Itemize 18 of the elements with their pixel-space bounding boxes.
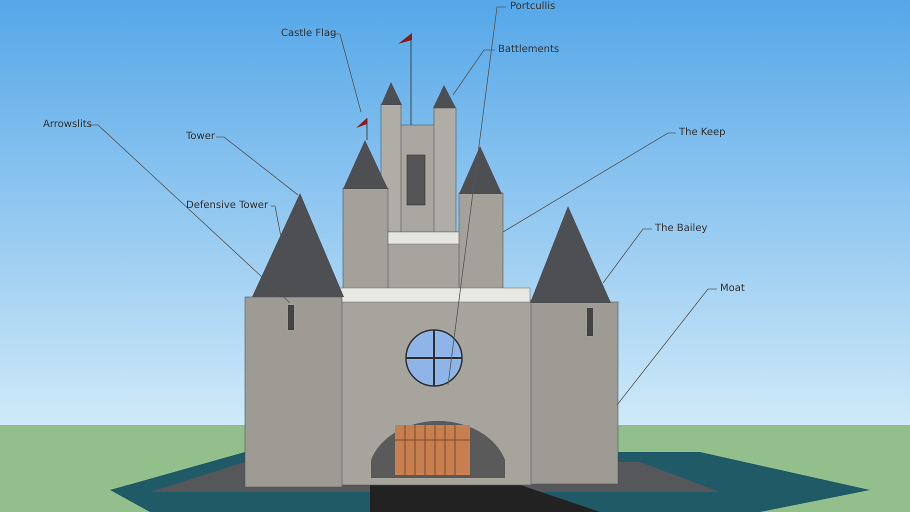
leader-line — [270, 206, 282, 242]
leader-line — [502, 132, 676, 232]
part-label: Battlements — [498, 44, 560, 56]
part-label: Portcullis — [510, 1, 556, 13]
part-label: Castle Flag — [281, 28, 336, 40]
leader-line — [330, 34, 362, 112]
leader-line — [602, 228, 652, 284]
part-label: The Bailey — [655, 223, 708, 235]
leader-line — [88, 124, 290, 304]
leader-line — [452, 50, 496, 96]
part-label: Tower — [186, 131, 215, 143]
part-label: Moat — [720, 283, 745, 295]
leader-line — [616, 288, 718, 406]
leader-line — [216, 136, 298, 196]
part-label: Arrowslits — [43, 119, 92, 131]
part-label: The Keep — [679, 127, 726, 139]
part-label: Defensive Tower — [186, 200, 268, 212]
leader-line — [448, 6, 506, 386]
